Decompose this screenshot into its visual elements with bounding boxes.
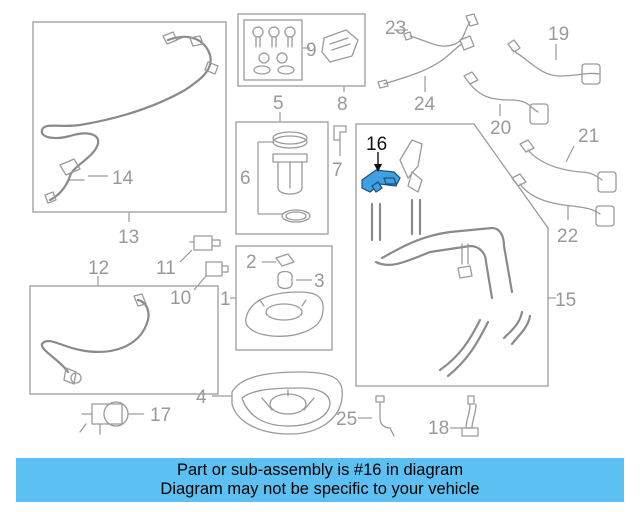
banner-line-1: Part or sub-assembly is #16 in diagram (176, 461, 464, 479)
sensor-24 (383, 43, 463, 85)
callout-22: 22 (557, 226, 578, 247)
part-15-hose-group: 15 16 (355, 123, 576, 387)
line-12 (40, 298, 150, 374)
callout-13: 13 (118, 227, 139, 248)
callout-8: 8 (337, 94, 348, 115)
callout-11: 11 (156, 258, 176, 279)
box-15 (355, 123, 549, 387)
line-25 (379, 401, 395, 437)
callout-24: 24 (414, 94, 436, 115)
callout-20: 20 (490, 118, 511, 139)
part-11 (189, 235, 221, 251)
sensor-23 (409, 21, 471, 47)
part-6-pump-group: 5 6 (235, 93, 329, 235)
part-12-group: 12 (29, 258, 219, 395)
pressure-sensor-16[interactable] (361, 169, 401, 193)
sensor-19 (511, 49, 601, 77)
box-8 (237, 13, 366, 87)
callout-4: 4 (196, 387, 207, 408)
sensor-22 (519, 183, 601, 215)
part-13-fuel-line-group: 14 13 (32, 21, 227, 248)
callout-3: 3 (314, 271, 325, 292)
sensors-group: 23 24 19 20 21 22 (377, 13, 617, 247)
box-6 (235, 121, 329, 235)
part-7-group: 7 (332, 125, 347, 181)
parts-10-11-group: 11 10 (156, 235, 229, 309)
callout-18: 18 (428, 418, 449, 439)
callout-25: 25 (336, 409, 357, 430)
box-12 (29, 285, 219, 395)
tank-4 (231, 371, 343, 435)
banner-line-2: Diagram may not be specific to your vehi… (160, 480, 480, 498)
part-17-group: 17 (79, 401, 171, 435)
callout-15: 15 (555, 290, 576, 311)
callout-14: 14 (112, 168, 134, 189)
callout-5: 5 (273, 93, 284, 114)
callout-10: 10 (170, 288, 191, 309)
callout-6: 6 (240, 168, 251, 189)
callout-19: 19 (548, 24, 569, 45)
part-1-group: 2 3 1 (220, 245, 333, 351)
callout-12: 12 (88, 258, 109, 279)
callout-21: 21 (578, 126, 599, 147)
fuel-line-13 (40, 35, 212, 202)
parts-diagram: 14 13 9 8 5 6 (29, 13, 617, 439)
callout-16: 16 (366, 134, 387, 155)
part-18-group: 18 (428, 395, 479, 439)
part-7-elbow (333, 125, 347, 141)
callout-9: 9 (306, 40, 317, 61)
part-25-group: 25 (336, 395, 395, 437)
info-banner: Part or sub-assembly is #16 in diagram D… (16, 458, 624, 502)
callout-23: 23 (385, 18, 406, 39)
highlighted-part-16[interactable] (361, 169, 401, 193)
callout-7: 7 (332, 160, 343, 181)
sensor-20 (469, 83, 539, 113)
box-9 (243, 19, 303, 81)
leader-16-arrow (374, 164, 382, 172)
part-10 (205, 261, 229, 277)
sensor-18 (465, 395, 477, 429)
callout-2: 2 (246, 252, 257, 273)
part-8-kit-group: 9 8 (237, 13, 366, 115)
callout-1: 1 (220, 289, 231, 310)
callout-17: 17 (150, 405, 171, 426)
sensor-21 (527, 149, 603, 181)
part-4-group: 4 (196, 371, 343, 435)
